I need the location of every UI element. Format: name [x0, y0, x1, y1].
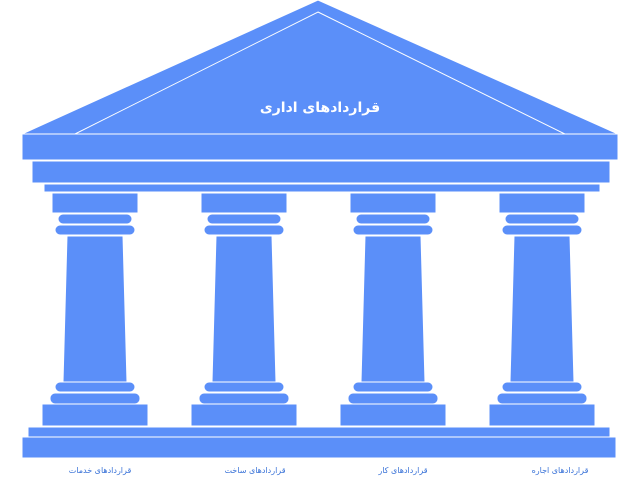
- column-base-ring: [501, 381, 583, 393]
- base-upper-step: [27, 426, 611, 438]
- column-shaft: [360, 235, 426, 383]
- column-ring: [206, 213, 282, 225]
- column-ring: [203, 224, 285, 236]
- column-ring: [355, 213, 431, 225]
- pillar-label-3: قراردادهای ساخت: [224, 466, 285, 475]
- pillar-labels: قراردادهای اجاره قراردادهای کار قراردادهای…: [69, 466, 589, 475]
- column-2: [190, 192, 298, 427]
- column-capital: [51, 192, 139, 214]
- column-1: [41, 192, 149, 427]
- column-plinth: [190, 403, 298, 427]
- column-shaft: [509, 235, 575, 383]
- diagram-title: قراردادهای اداری: [260, 100, 380, 116]
- column-3: [339, 192, 447, 427]
- pillar-label-2: قراردادهای کار: [377, 466, 427, 475]
- column-base-ring: [54, 381, 136, 393]
- roof: قراردادهای اداری: [21, 0, 619, 161]
- column-base-ring: [496, 392, 588, 405]
- column-capital: [349, 192, 437, 214]
- roof-cornice: [21, 133, 619, 161]
- column-ring: [501, 224, 583, 236]
- column-base-ring: [49, 392, 141, 405]
- column-ring: [57, 213, 133, 225]
- column-plinth: [41, 403, 149, 427]
- base-lower-step: [21, 436, 617, 459]
- pillar-label-1: قراردادهای اجاره: [532, 466, 589, 475]
- columns: [41, 192, 596, 427]
- column-ring: [352, 224, 434, 236]
- entablature: [31, 160, 611, 184]
- column-ring: [504, 213, 580, 225]
- column-base-ring: [198, 392, 290, 405]
- column-plinth: [488, 403, 596, 427]
- column-plinth: [339, 403, 447, 427]
- column-capital: [200, 192, 288, 214]
- column-base-ring: [352, 381, 434, 393]
- column-base-ring: [347, 392, 439, 405]
- column-4: [488, 192, 596, 427]
- column-base-ring: [203, 381, 285, 393]
- column-shaft: [211, 235, 277, 383]
- column-ring: [54, 224, 136, 236]
- column-shaft: [62, 235, 128, 383]
- entablature-lower: [43, 183, 601, 193]
- pillar-label-4: قراردادهای خدمات: [69, 466, 132, 475]
- column-capital: [498, 192, 586, 214]
